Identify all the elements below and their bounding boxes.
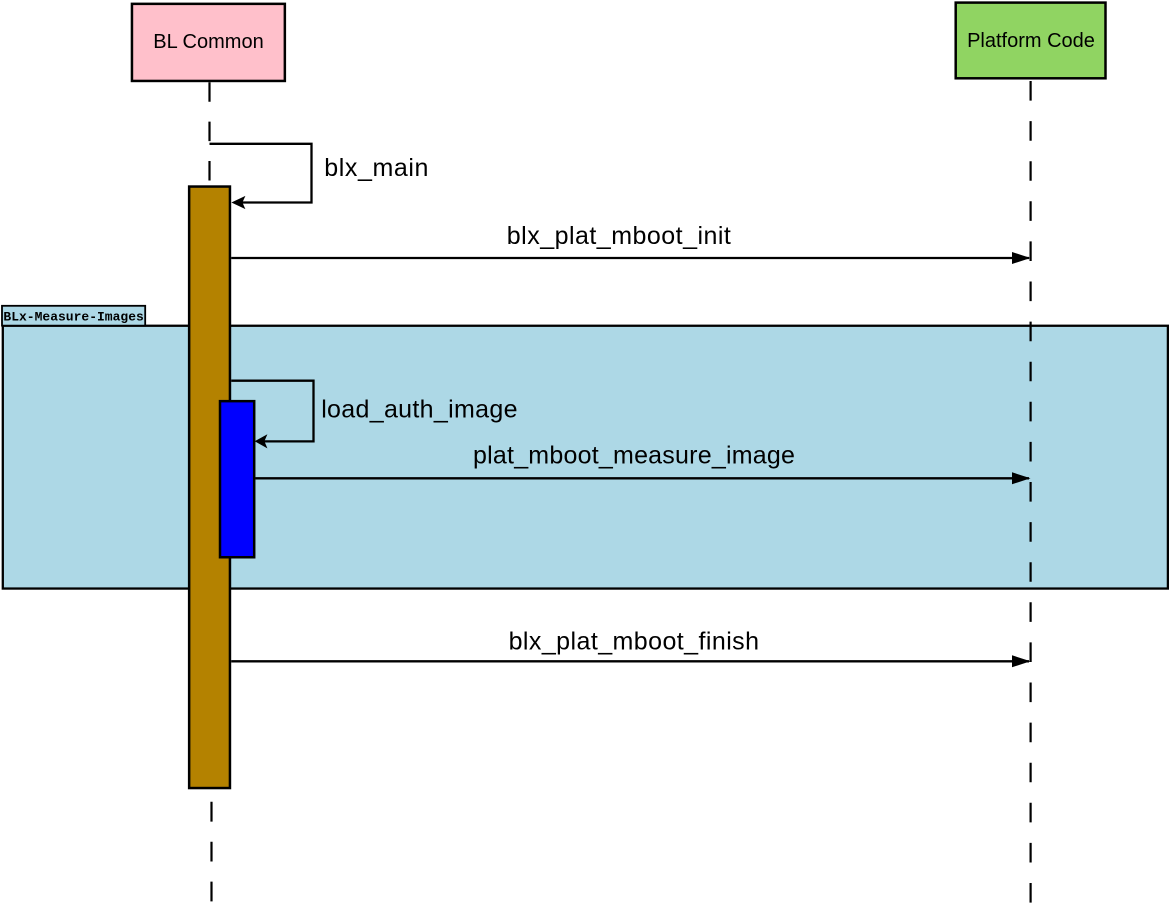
svg-text:BL Common: BL Common <box>153 31 263 53</box>
svg-text:plat_mboot_measure_image: plat_mboot_measure_image <box>473 441 795 469</box>
svg-text:Platform Code: Platform Code <box>967 30 1095 52</box>
svg-text:blx_plat_mboot_finish: blx_plat_mboot_finish <box>509 627 760 655</box>
svg-text:load_auth_image: load_auth_image <box>321 396 518 424</box>
svg-text:blx_main: blx_main <box>324 154 429 182</box>
svg-text:blx_plat_mboot_init: blx_plat_mboot_init <box>507 222 732 250</box>
svg-text:BLx-Measure-Images: BLx-Measure-Images <box>3 310 144 325</box>
